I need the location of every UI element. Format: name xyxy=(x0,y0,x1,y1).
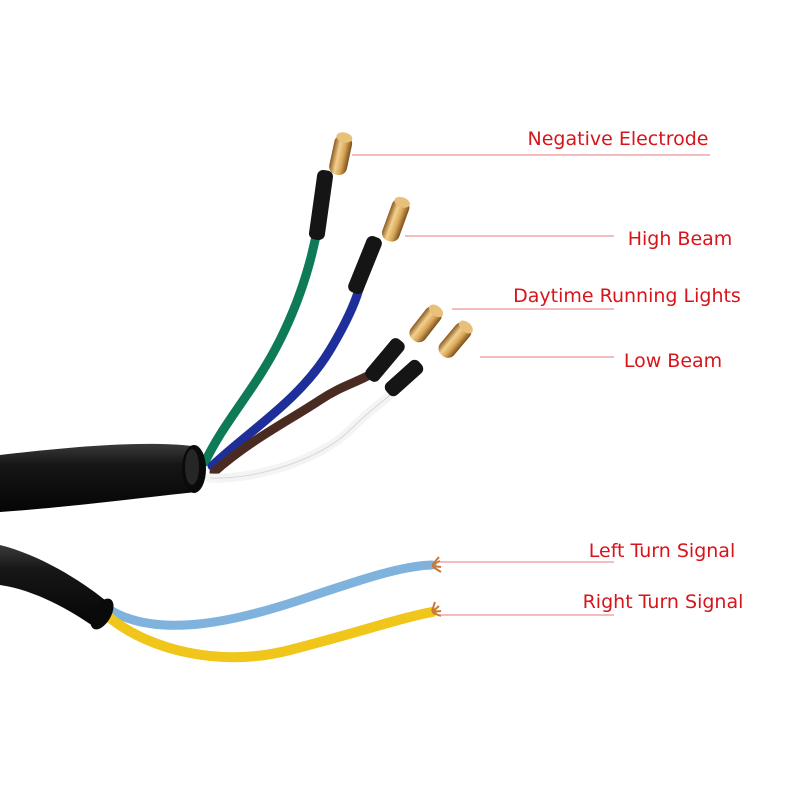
label-high-beam: High Beam xyxy=(628,228,733,250)
connector-brown xyxy=(409,304,444,343)
label-left-turn-signal: Left Turn Signal xyxy=(589,540,735,562)
upper-cable xyxy=(0,132,473,512)
lower-cable xyxy=(0,545,442,663)
label-low-beam: Low Beam xyxy=(624,350,722,372)
yellow-wire xyxy=(105,607,437,663)
white-wire-sleeve xyxy=(384,359,424,397)
brown-wire-sleeve xyxy=(365,338,405,382)
label-right-turn-signal: Right Turn Signal xyxy=(583,591,744,613)
label-negative-electrode: Negative Electrode xyxy=(528,128,709,150)
white-wire xyxy=(205,377,405,483)
labels: Negative Electrode High Beam Daytime Run… xyxy=(513,128,743,613)
light-blue-wire xyxy=(105,560,437,630)
connector-green xyxy=(329,132,353,176)
upper-sheath xyxy=(0,443,196,512)
connector-white xyxy=(438,320,473,358)
lower-sheath xyxy=(0,545,105,628)
leader-lines xyxy=(352,154,710,616)
connector-blue xyxy=(381,196,410,242)
green-wire-sleeve xyxy=(308,170,334,240)
copper-end-right-turn xyxy=(431,601,442,617)
copper-end-left-turn xyxy=(431,556,442,573)
blue-wire-sleeve xyxy=(348,235,382,295)
label-daytime-running-lights: Daytime Running Lights xyxy=(513,285,741,307)
